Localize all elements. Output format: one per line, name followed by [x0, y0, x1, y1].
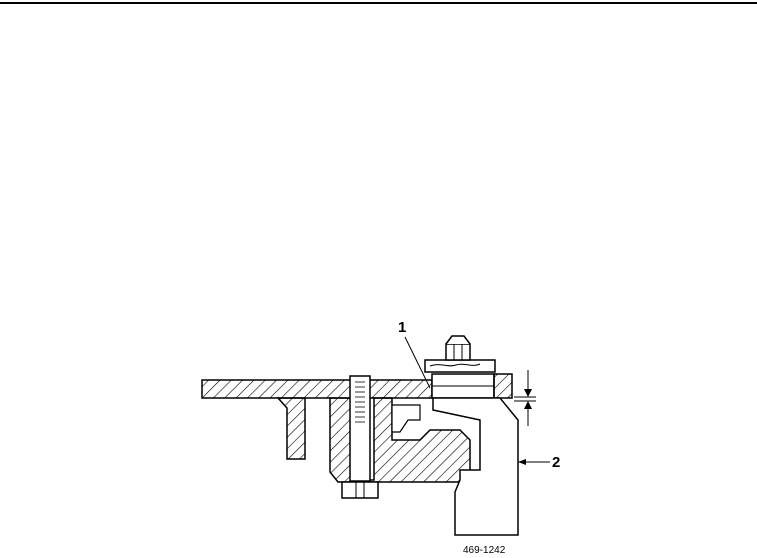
- callout-2: 2: [552, 454, 560, 471]
- leader-item1: [404, 336, 431, 389]
- outer-component: [432, 397, 519, 536]
- page-top-rule: [0, 2, 757, 4]
- bolt-shank: [349, 375, 371, 482]
- cap-screw: [424, 335, 496, 373]
- top-plate: [201, 379, 433, 399]
- leader-item2: [518, 459, 550, 465]
- shim-stack: [431, 373, 513, 399]
- callout-1: 1: [398, 319, 406, 336]
- clearance-dimension: [514, 370, 536, 426]
- bolt-nut: [341, 481, 379, 499]
- angle-leg: [276, 397, 306, 460]
- figure-id: 469-1242: [463, 545, 506, 556]
